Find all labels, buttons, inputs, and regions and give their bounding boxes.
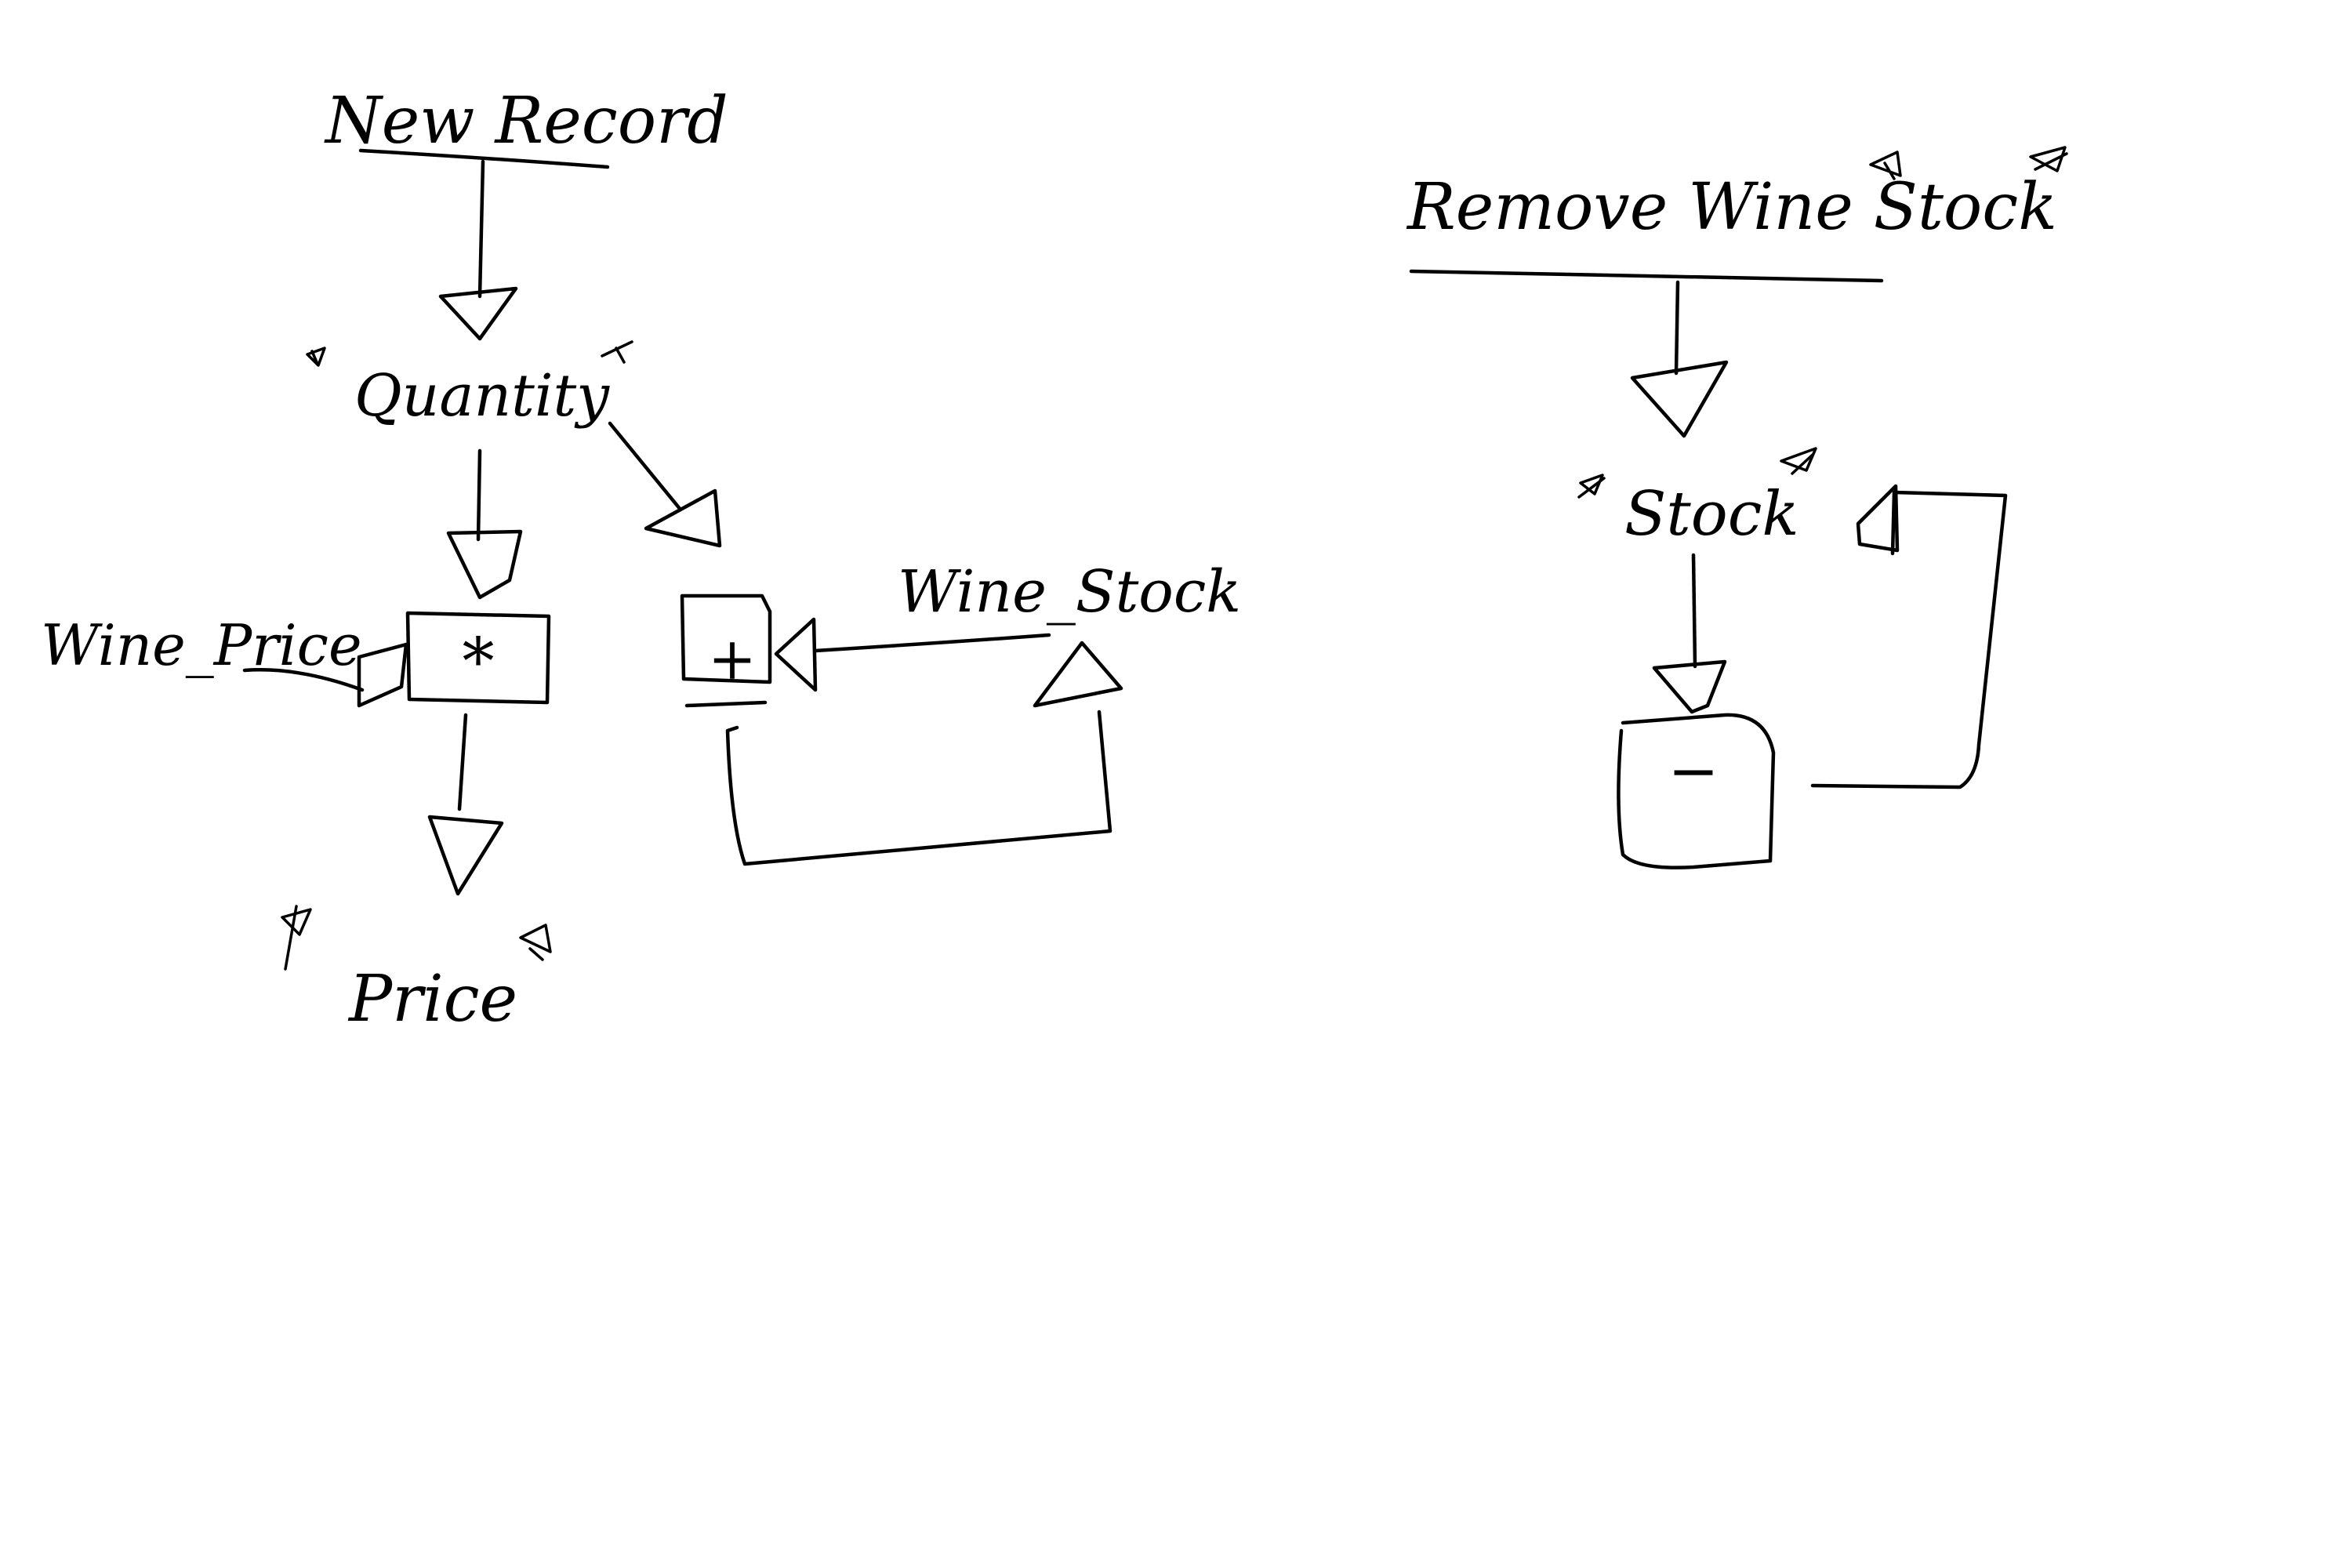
arrow-head-left-icon bbox=[1856, 484, 1900, 553]
arrow-head-up-icon bbox=[1033, 641, 1123, 708]
marker-icon bbox=[519, 924, 552, 961]
arrow-line-record-to-quantity bbox=[477, 159, 485, 299]
multiply-box bbox=[405, 611, 551, 705]
right-flow: Remove Wine Stock Stock − bbox=[1406, 146, 2068, 869]
arrow-head-down-icon bbox=[1652, 659, 1727, 714]
remove-wine-stock-underline bbox=[1409, 269, 1884, 283]
arrow-line-quantity-to-add bbox=[608, 421, 683, 512]
subtract-box bbox=[1617, 713, 1776, 869]
left-flow: New Record Quantity Wine_Price * Price + bbox=[41, 84, 1241, 1036]
arrow-line-trigger-to-stock bbox=[1674, 280, 1680, 376]
wine-price-label: Wine_Price bbox=[41, 612, 362, 678]
quantity-label: Quantity bbox=[354, 362, 610, 430]
arrow-head-down-icon bbox=[438, 286, 518, 341]
arrow-head-right-icon bbox=[357, 642, 408, 708]
arrow-line-wine-stock-to-add bbox=[813, 633, 1051, 653]
add-operator: + bbox=[708, 626, 757, 693]
arrow-line-stock-to-subtract bbox=[1691, 553, 1697, 669]
multiply-operator: * bbox=[463, 625, 495, 699]
wine-stock-label: Wine_Stock bbox=[898, 558, 1241, 626]
arrow-head-icon bbox=[644, 488, 722, 548]
price-label: Price bbox=[347, 962, 517, 1036]
arrow-line-multiply-to-price bbox=[457, 713, 468, 811]
marker-icon bbox=[1577, 474, 1606, 499]
new-record-label: New Record bbox=[324, 84, 728, 158]
arrow-head-down-icon bbox=[1630, 360, 1729, 438]
arrow-head-down-icon bbox=[446, 529, 523, 600]
marker-icon bbox=[306, 347, 326, 367]
feedback-loop-line bbox=[1810, 490, 2008, 789]
arrow-line-wine-price-to-multiply bbox=[242, 668, 365, 692]
new-record-underline bbox=[358, 148, 610, 169]
marker-icon bbox=[281, 905, 312, 971]
stock-label: Stock bbox=[1624, 479, 1799, 550]
add-box bbox=[680, 593, 772, 684]
arrow-head-down-icon bbox=[427, 815, 504, 896]
feedback-loop-line bbox=[725, 710, 1112, 866]
marker-icon bbox=[2029, 146, 2068, 172]
arrow-head-left-icon bbox=[774, 617, 818, 692]
marker-icon bbox=[601, 340, 633, 364]
remove-wine-stock-label: Remove Wine Stock bbox=[1406, 170, 2057, 245]
arrow-line-quantity-to-multiply bbox=[476, 448, 482, 542]
marker-icon bbox=[1869, 151, 1902, 180]
add-box-underline bbox=[684, 700, 768, 708]
marker-icon bbox=[1780, 447, 1817, 475]
subtract-operator: − bbox=[1668, 736, 1719, 807]
